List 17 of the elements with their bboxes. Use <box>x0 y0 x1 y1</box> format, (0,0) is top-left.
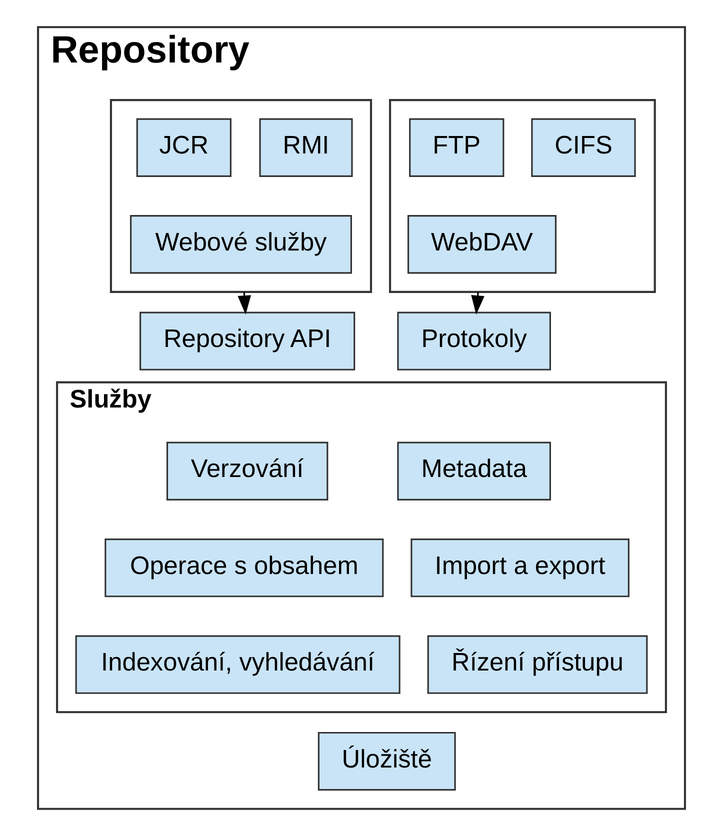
node-box: Repository API <box>139 312 355 370</box>
node-box: Metadata <box>396 442 550 500</box>
node-box: Operace s obsahem <box>104 538 384 598</box>
cluster <box>388 99 656 293</box>
node-box: JCR <box>136 118 231 177</box>
cluster <box>109 99 372 293</box>
node-box: Verzování <box>166 442 328 500</box>
node-box: Úložiště <box>317 732 456 791</box>
node-box: Řízení přístupu <box>426 635 648 694</box>
node-box: Webové služby <box>130 215 352 274</box>
node-box: Protokoly <box>396 312 550 370</box>
node-box: Import a export <box>410 538 629 598</box>
node-box: Indexování, vyhledávání <box>74 635 400 694</box>
node-box: CIFS <box>530 118 636 177</box>
node-box: FTP <box>408 118 504 177</box>
node-box: RMI <box>258 118 352 177</box>
node-box: WebDAV <box>406 215 556 274</box>
